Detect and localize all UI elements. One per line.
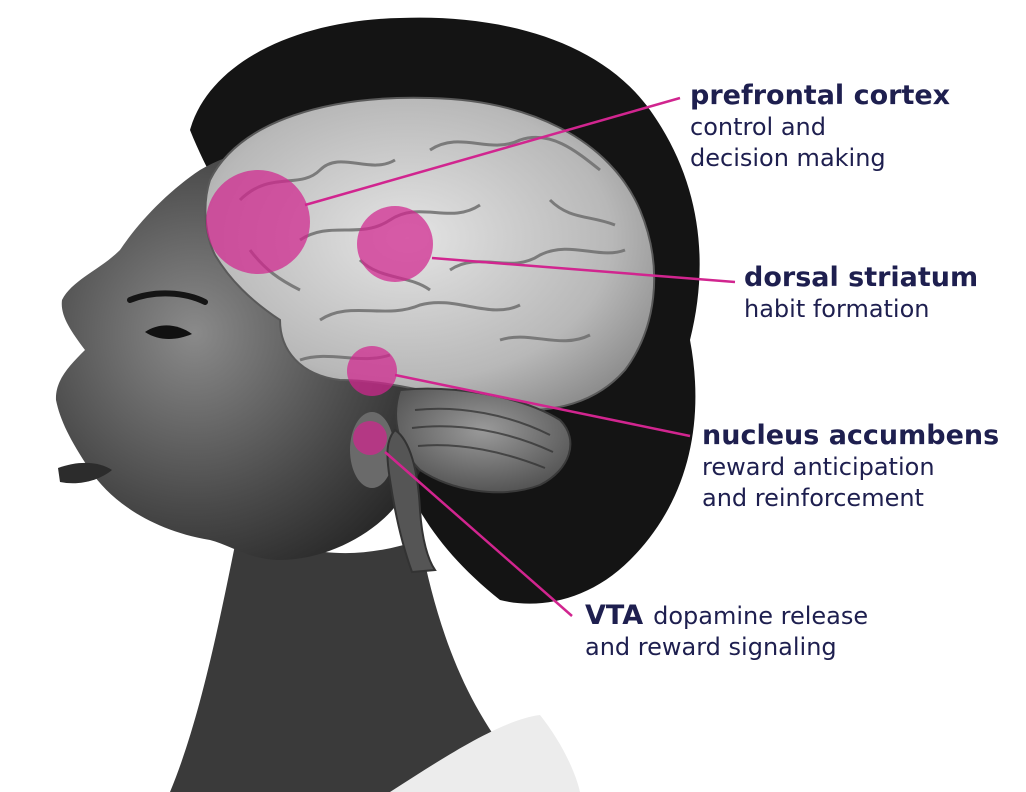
vta-label: VTA dopamine release and reward signaling xyxy=(585,600,868,663)
vta-desc-1: dopamine release xyxy=(653,602,868,630)
vta-desc-2: and reward signaling xyxy=(585,632,868,663)
nucleus-accumbens-desc-2: and reinforcement xyxy=(702,483,999,514)
dorsal-striatum-desc: habit formation xyxy=(744,294,978,325)
prefrontal-cortex-title: prefrontal cortex xyxy=(690,80,950,112)
dorsal-striatum-label: dorsal striatum habit formation xyxy=(744,262,978,325)
nucleus-accumbens-title: nucleus accumbens xyxy=(702,420,999,452)
vta-highlight xyxy=(353,421,387,455)
prefrontal-cortex-desc-1: control and xyxy=(690,112,950,143)
nucleus-accumbens-highlight xyxy=(347,346,397,396)
dorsal-striatum-title: dorsal striatum xyxy=(744,262,978,294)
prefrontal-cortex-desc-2: decision making xyxy=(690,143,950,174)
prefrontal-cortex-highlight xyxy=(206,170,310,274)
dorsal-striatum-highlight xyxy=(357,206,433,282)
prefrontal-cortex-label: prefrontal cortex control and decision m… xyxy=(690,80,950,174)
nucleus-accumbens-label: nucleus accumbens reward anticipation an… xyxy=(702,420,999,514)
nucleus-accumbens-desc-1: reward anticipation xyxy=(702,452,999,483)
vta-title: VTA xyxy=(585,600,643,631)
